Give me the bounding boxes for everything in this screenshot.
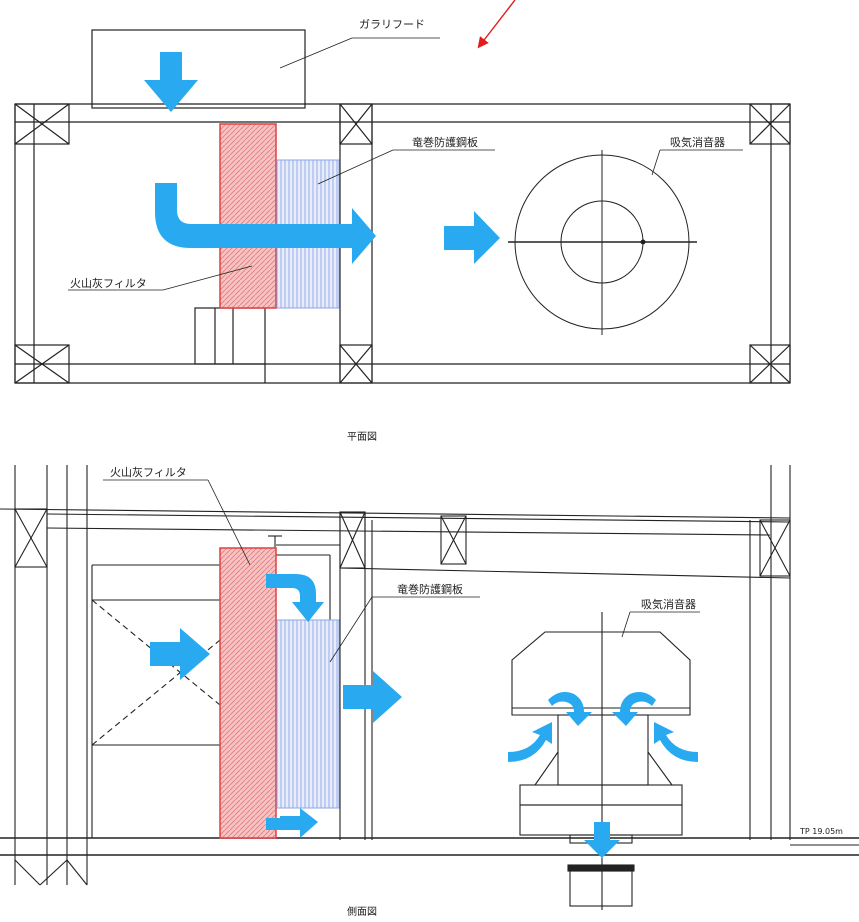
- side-flow-arrow-out-icon: [343, 671, 402, 723]
- side-flow-arrow-curve-top-icon: [266, 574, 324, 622]
- silencer-label-plan: 吸気消音器: [670, 135, 725, 149]
- gallery-hood-label: ガラリフード: [359, 18, 425, 31]
- ash-filter-label-plan: 火山灰フィルタ: [70, 276, 147, 290]
- side-structure: [0, 465, 859, 886]
- silencer-inlet-arrow-left-icon: [508, 722, 552, 762]
- tornado-plate-label-plan: 竜巻防護鋼板: [412, 135, 478, 149]
- silencer-swirl-right-icon: [612, 692, 656, 726]
- plan-columns: [14, 103, 791, 384]
- louver-hood: [91, 29, 306, 109]
- side-flow-arrow-curve-bottom-icon: [266, 808, 318, 838]
- plan-walls: [14, 103, 791, 384]
- side-view: 火山灰フィルタ 竜巻防護鋼板 吸気消音器 TP 19.05m 側面図: [0, 465, 859, 918]
- side-view-caption: 側面図: [347, 905, 377, 918]
- pointer-arrow-icon: [477, 0, 516, 49]
- plan-view-caption: 平面図: [347, 431, 377, 443]
- ash-filter-label-side: 火山灰フィルタ: [110, 465, 187, 479]
- silencer-side: [511, 612, 691, 910]
- silencer-plan: [508, 150, 697, 335]
- silencer-label-side: 吸気消音器: [641, 597, 696, 611]
- silencer-outlet-arrow-down-icon: [584, 822, 620, 858]
- flow-arrow-right-icon: [444, 211, 500, 264]
- ash-filter-side: [219, 547, 277, 839]
- silencer-inlet-arrow-right-icon: [654, 722, 698, 762]
- tornado-plate-label-side: 竜巻防護鋼板: [397, 582, 463, 596]
- side-columns: [14, 508, 791, 577]
- flow-arrow-down-icon: [144, 52, 198, 112]
- elevation-label: TP 19.05m: [799, 827, 843, 836]
- tornado-plate-side: [276, 619, 340, 809]
- side-flow-arrow-right-icon: [150, 628, 210, 680]
- plan-view: ガラリフード 竜巻防護鋼板 吸気消音器 火山灰フィルタ 平面図: [14, 0, 791, 443]
- silencer-swirl-left-icon: [548, 692, 592, 726]
- ash-filter-plan: [219, 123, 277, 309]
- flow-arrow-elbow-icon: [155, 183, 376, 264]
